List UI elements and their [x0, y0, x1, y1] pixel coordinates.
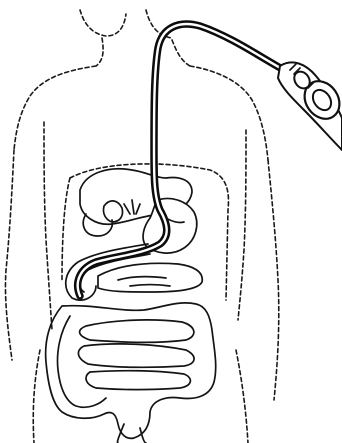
endoscope	[78, 24, 342, 296]
shoulder-left	[14, 66, 96, 150]
neck-left	[96, 38, 103, 66]
arm-right-inner	[238, 130, 246, 320]
waist-right	[236, 350, 248, 443]
upper-organs	[80, 169, 197, 253]
waist-left	[33, 350, 40, 443]
chin-outline	[80, 10, 126, 36]
pancreas-texture	[118, 277, 170, 286]
neck-right	[172, 40, 190, 66]
small-intestine-1	[80, 320, 194, 342]
small-intestine-2	[78, 344, 194, 367]
torso-left-edge	[5, 150, 14, 360]
body-outline	[5, 10, 278, 443]
torso-right-edge	[268, 160, 279, 400]
intestines	[46, 303, 216, 443]
arm-left-inner	[44, 122, 52, 330]
large-intestine-inner	[58, 316, 107, 407]
small-intestine-3	[86, 371, 190, 390]
endoscope-control-head	[278, 62, 342, 150]
endoscope-tube	[78, 24, 284, 296]
abdominal-cavity-left	[62, 178, 70, 280]
shoulder-right	[190, 66, 268, 160]
pancreas	[98, 263, 202, 292]
